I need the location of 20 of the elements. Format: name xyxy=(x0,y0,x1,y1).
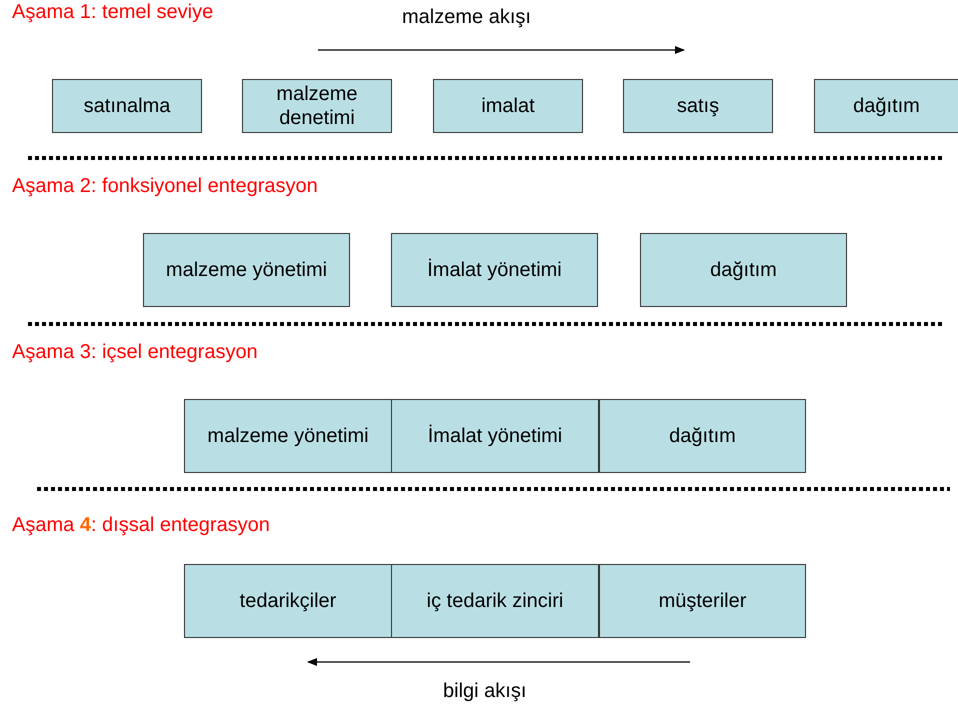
process-box: müşteriler xyxy=(599,564,806,638)
process-box: malzeme denetimi xyxy=(242,79,392,133)
stage-heading: Aşama 1: temel seviye xyxy=(12,1,214,24)
process-box: dağıtım xyxy=(814,79,958,133)
process-box: satış xyxy=(623,79,773,133)
process-box: tedarikçiler xyxy=(184,564,392,638)
process-box: İmalat yönetimi xyxy=(391,233,598,307)
stage-heading: Aşama 3: içsel entegrasyon xyxy=(12,341,258,364)
process-box: imalat xyxy=(433,79,583,133)
process-box: dağıtım xyxy=(640,233,847,307)
flow-label: bilgi akışı xyxy=(443,680,526,703)
process-box: dağıtım xyxy=(599,399,806,473)
process-box: malzeme yönetimi xyxy=(184,399,392,473)
flow-label: malzeme akışı xyxy=(402,6,531,29)
process-box: iç tedarik zinciri xyxy=(391,564,599,638)
stage-heading: Aşama 2: fonksiyonel entegrasyon xyxy=(12,175,318,198)
stage-heading: Aşama 4: dışsal entegrasyon xyxy=(12,514,270,537)
process-box: satınalma xyxy=(52,79,202,133)
process-box: İmalat yönetimi xyxy=(391,399,599,473)
process-box: malzeme yönetimi xyxy=(143,233,350,307)
